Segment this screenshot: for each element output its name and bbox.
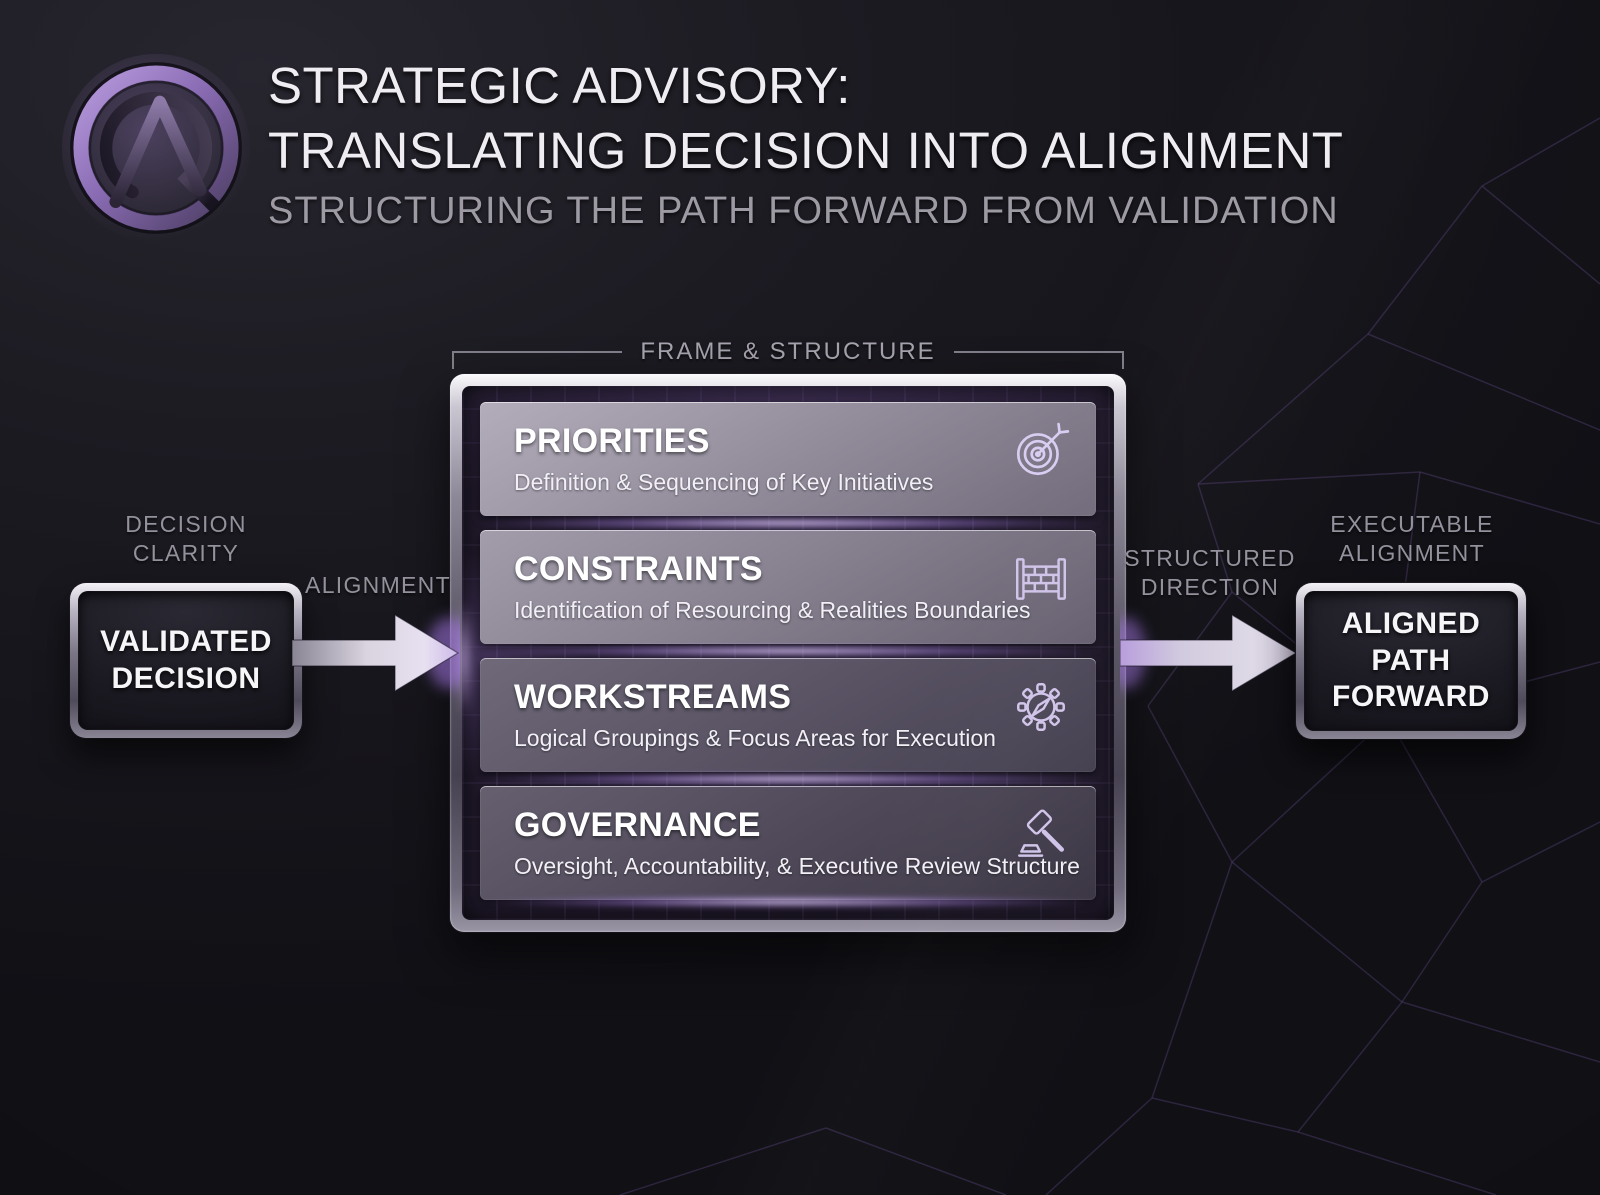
page-title-line-1: STRATEGIC ADVISORY: [268, 57, 851, 114]
row-subtitle: Definition & Sequencing of Key Initiativ… [514, 469, 934, 495]
validated-decision-box: VALIDATED DECISION [70, 583, 302, 738]
target-arrow-icon [1016, 422, 1070, 476]
aligned-path-forward-text: ALIGNED PATH FORWARD [1332, 607, 1490, 714]
row-subtitle: Oversight, Accountability, & Executive R… [514, 853, 1080, 879]
row-title: GOVERNANCE [514, 806, 761, 844]
panel-row-governance: GOVERNANCE Oversight, Accountability, & … [480, 786, 1096, 900]
frame-structure-bracket: FRAME & STRUCTURE [452, 338, 1124, 369]
frame-structure-panel: PRIORITIES Definition & Sequencing of Ke… [450, 374, 1126, 932]
bracket-line-left [452, 351, 623, 369]
row-divider-glow [468, 645, 1108, 657]
structured-direction-arrow [1120, 613, 1298, 693]
gear-compass-icon [1017, 683, 1065, 731]
page-subtitle: STRUCTURING THE PATH FORWARD FROM VALIDA… [268, 190, 1339, 232]
panel-row-priorities: PRIORITIES Definition & Sequencing of Ke… [480, 402, 1096, 516]
company-monogram-logo-icon [60, 52, 252, 244]
row-subtitle: Logical Groupings & Focus Areas for Exec… [514, 725, 996, 751]
row-title: PRIORITIES [514, 422, 710, 460]
decision-clarity-label: DECISION CLARITY [125, 511, 247, 567]
validated-decision-text: VALIDATED DECISION [100, 624, 272, 695]
row-title: CONSTRAINTS [514, 550, 763, 588]
panel-row-constraints: CONSTRAINTS Identification of Resourcing… [480, 530, 1096, 644]
row-subtitle: Identification of Resourcing & Realities… [514, 597, 1031, 623]
row-divider-glow [468, 517, 1108, 529]
bracket-line-right [953, 351, 1124, 369]
gavel-icon [1018, 809, 1064, 857]
aligned-path-forward-box-face: ALIGNED PATH FORWARD [1304, 591, 1518, 731]
panel-row-workstreams: WORKSTREAMS Logical Groupings & Focus Ar… [480, 658, 1096, 772]
panel-header-label: FRAME & STRUCTURE [640, 338, 936, 365]
alignment-arrow [292, 613, 460, 693]
structured-direction-label: STRUCTURED DIRECTION [1124, 545, 1296, 601]
panel-inner-board: PRIORITIES Definition & Sequencing of Ke… [456, 386, 1114, 920]
alignment-label: ALIGNMENT [305, 572, 451, 598]
page-title-line-2: TRANSLATING DECISION INTO ALIGNMENT [268, 122, 1344, 179]
row-divider-glow [468, 773, 1108, 785]
executable-alignment-label: EXECUTABLE ALIGNMENT [1330, 511, 1494, 567]
aligned-path-forward-box: ALIGNED PATH FORWARD [1296, 583, 1526, 739]
validated-decision-box-face: VALIDATED DECISION [78, 591, 294, 730]
brick-wall-icon [1015, 558, 1067, 600]
header-title-block: STRATEGIC ADVISORY: TRANSLATING DECISION… [268, 60, 1343, 233]
row-title: WORKSTREAMS [514, 678, 792, 716]
